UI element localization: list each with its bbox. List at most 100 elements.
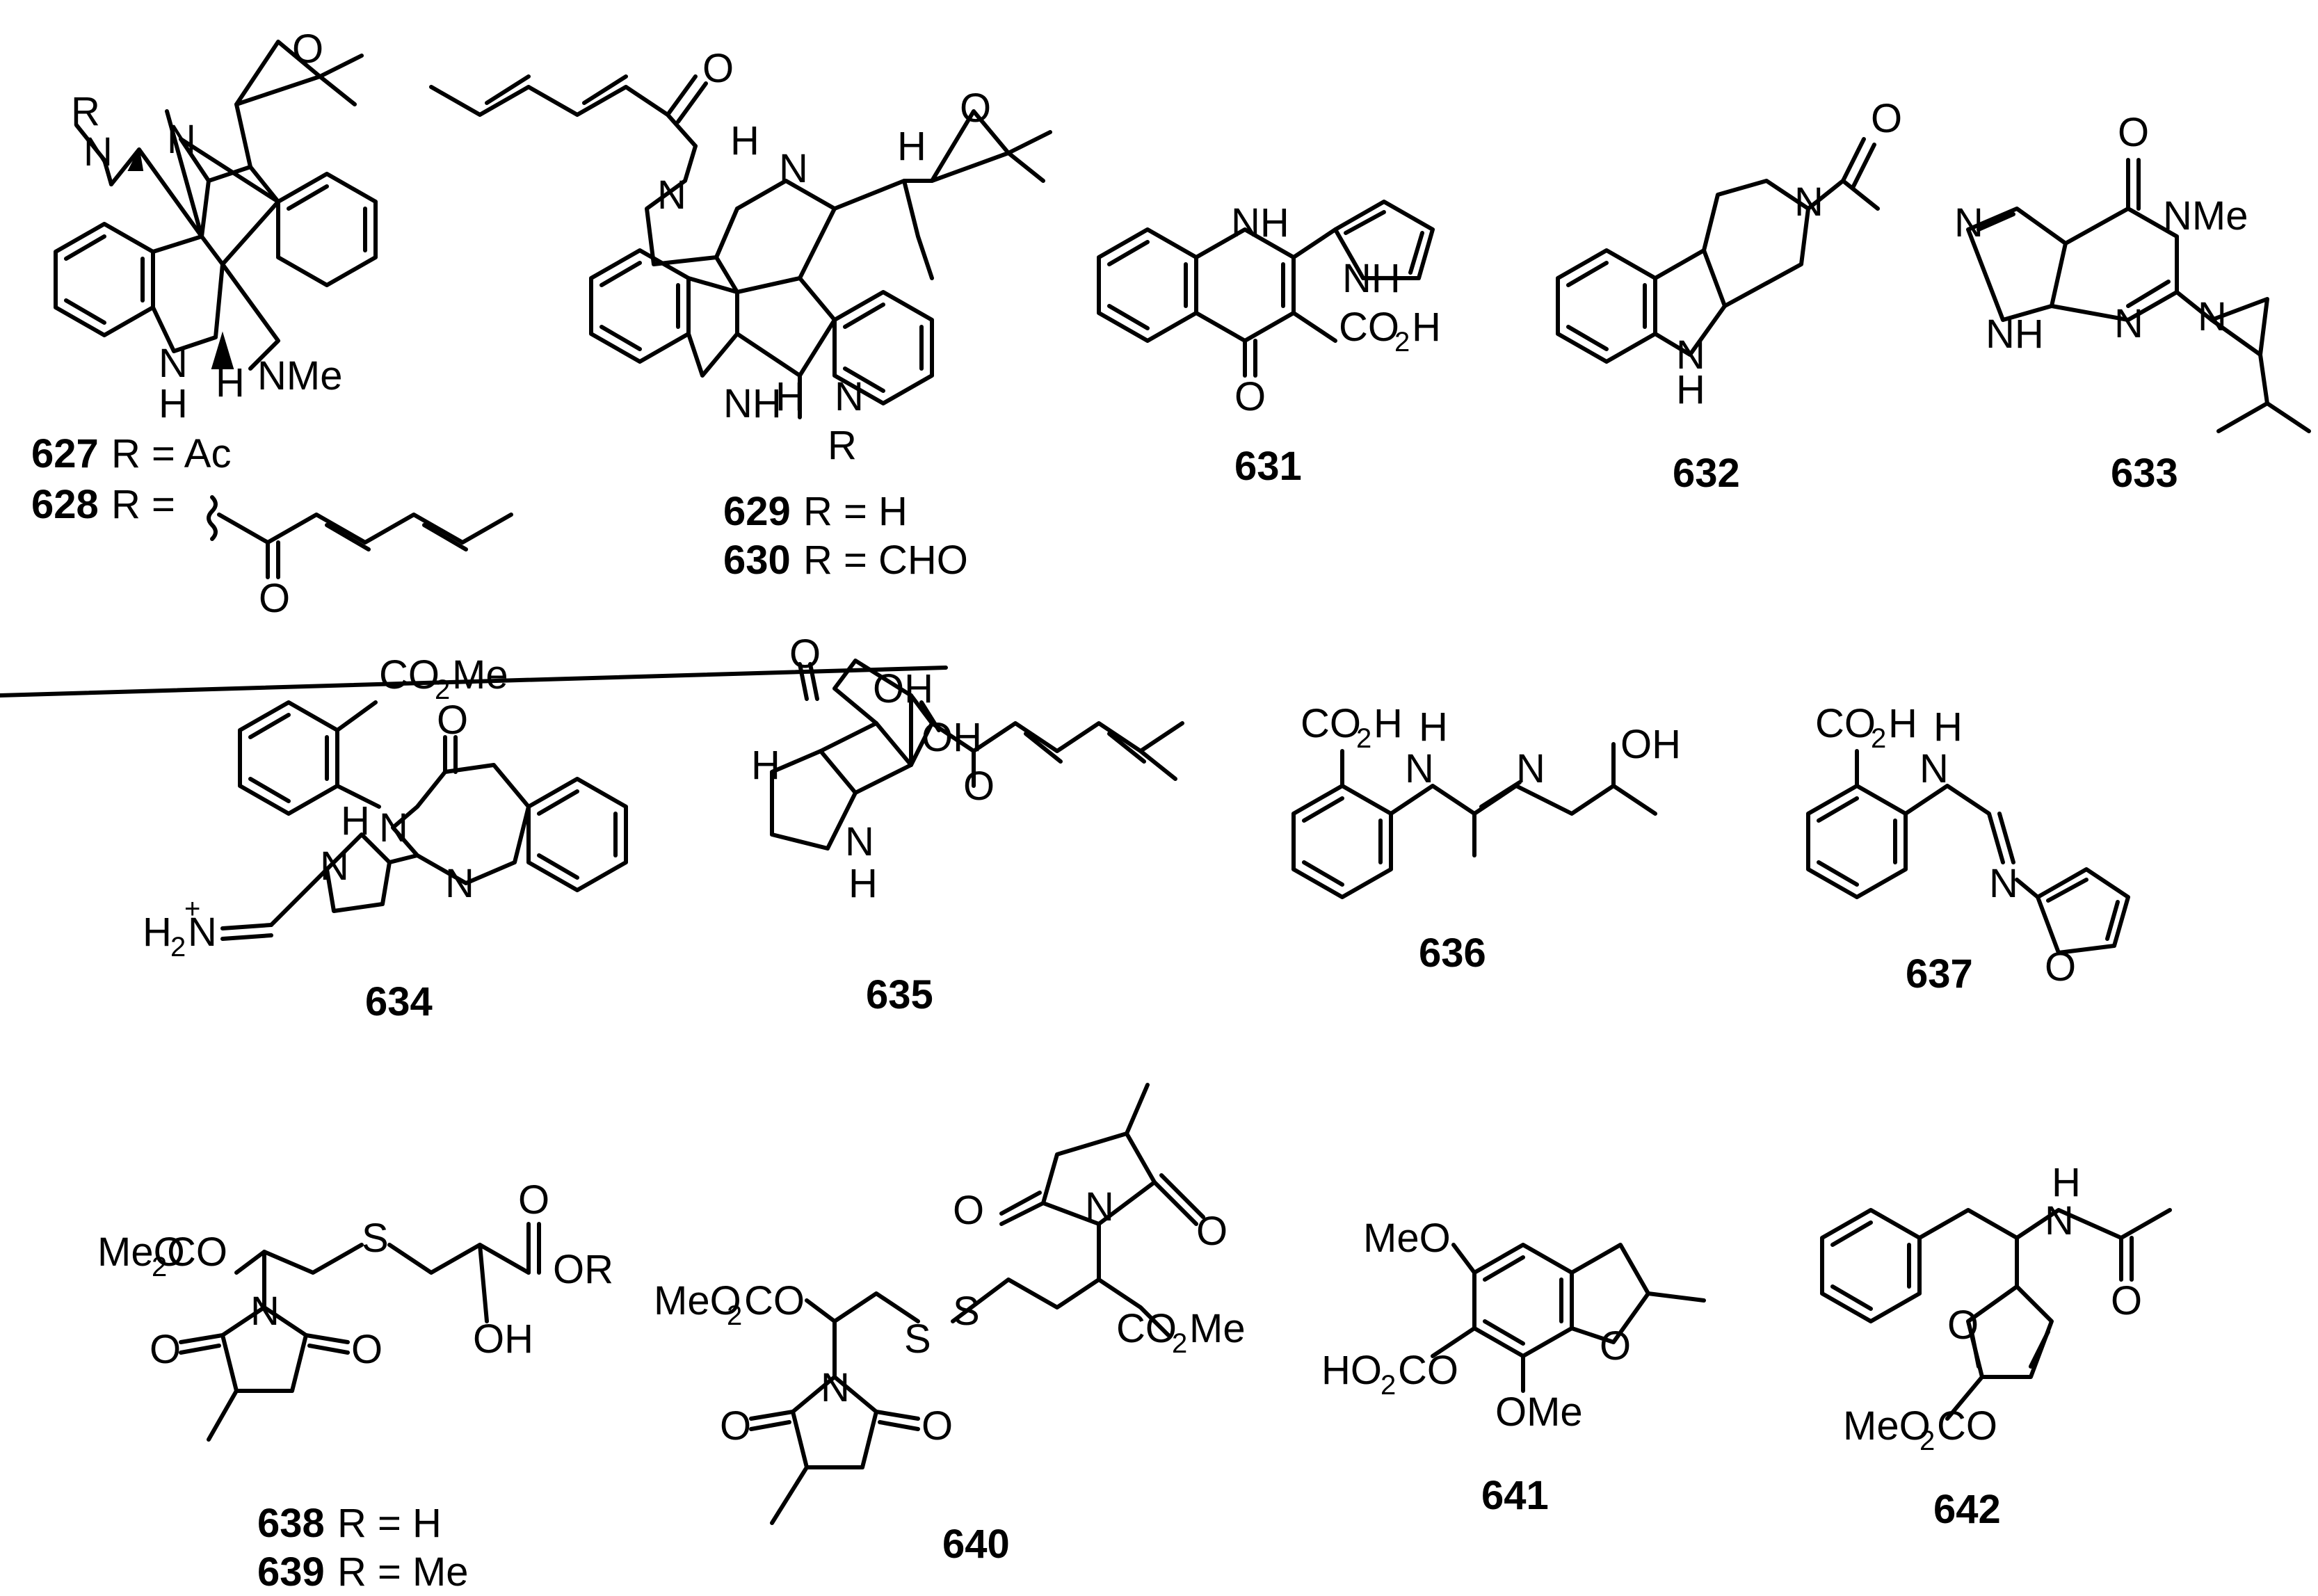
compound-636: CO 2 H H N N OH 636 (1291, 701, 1681, 976)
bond (1344, 210, 1386, 235)
bond (179, 137, 280, 204)
compound-number-627: 627 (31, 431, 99, 476)
wedge-bond (127, 147, 144, 171)
atom-label: N (657, 172, 686, 218)
atom-label: H (1419, 704, 1448, 750)
r-group-639: R = Me (337, 1549, 469, 1595)
atom-label: H (1888, 701, 1917, 746)
atom-label: N (2198, 294, 2227, 339)
compound-number-635: 635 (866, 972, 933, 1017)
atom-label: N (320, 844, 349, 889)
bond (1138, 749, 1177, 781)
bond (951, 1277, 1101, 1323)
atom-label: N (1676, 332, 1705, 378)
atom-label: O (1196, 1209, 1228, 1254)
atom-label: N (445, 861, 474, 906)
atom-label: S (904, 1316, 931, 1362)
benzene-ring (276, 172, 378, 287)
r-group-630: R = CHO (803, 538, 968, 583)
atom-label: O (150, 1327, 181, 1372)
bond (582, 74, 628, 105)
atom-label: O (1947, 1303, 1979, 1348)
atom-label: S (362, 1216, 389, 1261)
bond (537, 789, 579, 816)
atom-label: H (341, 798, 370, 844)
compound-number-642: 642 (1933, 1487, 2001, 1532)
atom-label: OH (473, 1316, 533, 1362)
pyrrolidine-ring (770, 749, 858, 851)
benzene-ring (1820, 1208, 1922, 1323)
atom-label: N (379, 805, 408, 851)
bond (735, 179, 837, 211)
atom-label: N (1085, 1184, 1114, 1230)
imidazole-ring (1966, 207, 2068, 322)
compound-637: CO 2 H H N N O 637 (1806, 701, 2130, 997)
bond (2050, 207, 2179, 322)
bond (714, 207, 837, 294)
atom-label: O (789, 631, 821, 677)
bond (1851, 143, 1876, 188)
atom-label: MeO (1843, 1403, 1931, 1449)
atom-label: MeO (97, 1230, 185, 1275)
atom-label: O (259, 576, 290, 621)
atom-label: O (2118, 110, 2149, 155)
compound-number-630: 630 (723, 538, 791, 583)
bond (269, 867, 329, 927)
bond (1611, 784, 1657, 816)
r-group-627: R = Ac (111, 431, 231, 476)
atom-label: N (1919, 746, 1949, 791)
bond (248, 777, 291, 803)
furan-ring (1966, 1284, 2054, 1379)
atom-label: OH (873, 666, 933, 711)
bond (1479, 780, 1522, 809)
compound-640: O O N CO 2 Me S S MeO 2 CO N O O 640 (654, 1083, 1246, 1567)
atom-label: N (1989, 861, 2018, 906)
atom-label: H (143, 910, 172, 955)
bond (248, 713, 291, 739)
bond (1841, 137, 1866, 183)
bond (1483, 1255, 1525, 1282)
bond (220, 923, 273, 930)
atom-label: O (1234, 374, 1266, 419)
bond (485, 74, 531, 105)
bond (1291, 227, 1337, 259)
bond (676, 81, 708, 124)
atom-label: N (1405, 746, 1434, 791)
atom-label: O (921, 1403, 953, 1449)
atom-label: N (2114, 301, 2143, 346)
atom-label: OH (921, 715, 982, 760)
atom-label: OMe (1495, 1389, 1583, 1435)
bond (1159, 1173, 1205, 1219)
bond (1024, 732, 1063, 764)
bond (1408, 231, 1424, 275)
atom-label: NH (723, 381, 782, 426)
compound-641: MeO HO 2 CO O OMe 641 (1321, 1216, 1706, 1518)
atom-subscript: 2 (1394, 327, 1410, 357)
atom-label: NH (1342, 256, 1401, 301)
atom-label: CO (1301, 701, 1361, 746)
benzene-ring (589, 248, 691, 364)
compound-number-641: 641 (1481, 1473, 1549, 1518)
compound-number-636: 636 (1419, 930, 1486, 976)
atom-label: O (960, 86, 991, 131)
succinimide-ring (220, 1305, 308, 1393)
compound-638-639: MeO CO 2 S O OR OH N O O 638 R = H 639 R… (97, 1177, 613, 1595)
atom-label: O (1871, 96, 1902, 141)
atom-label: Me (1189, 1306, 1246, 1351)
compound-number-637: 637 (1906, 951, 1973, 997)
bond (318, 54, 364, 79)
bond (1917, 1208, 2172, 1240)
benzene-ring (1472, 1243, 1574, 1358)
bond (1006, 130, 1052, 155)
bond (220, 933, 273, 941)
bond (1194, 227, 1296, 343)
atom-label: H (216, 360, 245, 405)
atom-label: CO (379, 652, 440, 698)
atom-label: O (953, 1188, 984, 1233)
compound-634: CO 2 Me O N N H N H 2 N + 634 (143, 652, 628, 1024)
bond (819, 721, 913, 795)
bond (1125, 1083, 1150, 1136)
bond (599, 325, 642, 351)
atom-label: Me (452, 652, 508, 698)
atom-label: HO (1321, 1348, 1382, 1393)
